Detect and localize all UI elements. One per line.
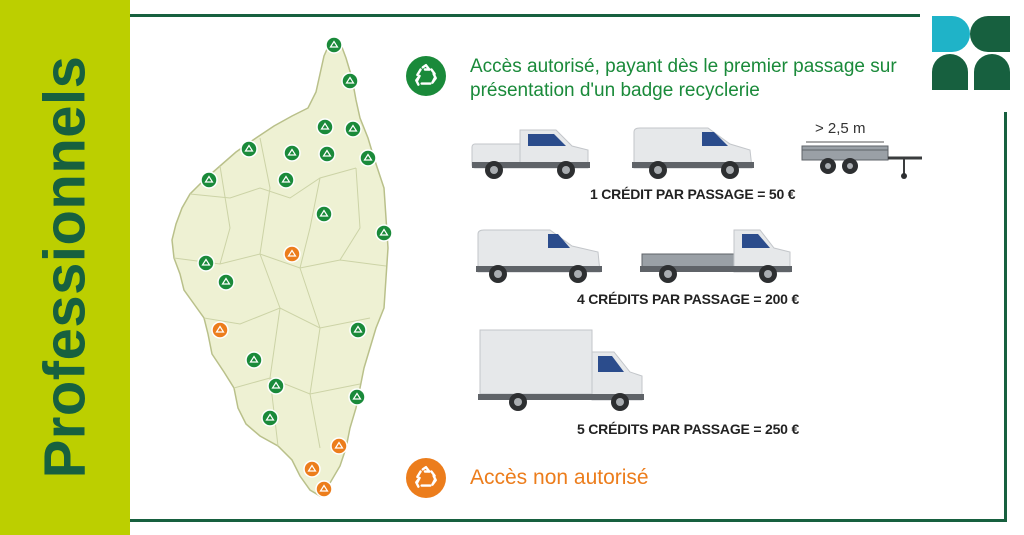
authorized-site-marker (341, 72, 359, 90)
marker-recycle-icon (379, 228, 389, 236)
tier-1-price: 1 CRÉDIT PAR PASSAGE = 50 € (590, 186, 796, 202)
tier-3-price: 5 CRÉDITS PAR PASSAGE = 250 € (577, 421, 800, 437)
authorized-site-marker (240, 140, 258, 158)
frame-right-line (1004, 112, 1007, 522)
authorized-site-marker (316, 118, 334, 136)
authorized-site-marker (318, 145, 336, 163)
marker-recycle-icon (265, 413, 275, 421)
small-van-icon (632, 127, 754, 179)
authorized-site-marker (267, 377, 285, 395)
authorized-site-marker (197, 254, 215, 272)
marker-recycle-icon (363, 153, 373, 161)
authorized-site-marker (344, 120, 362, 138)
authorized-recycle-icon (406, 56, 446, 96)
marker-recycle-icon (322, 149, 332, 157)
authorized-site-marker (283, 144, 301, 162)
not-authorized-site-marker (303, 460, 321, 478)
authorized-site-marker (277, 171, 295, 189)
pickup-truck-icon (471, 129, 590, 179)
marker-recycle-icon (201, 258, 211, 266)
marker-recycle-icon (319, 484, 329, 492)
not-authorized-recycle-icon (406, 458, 446, 498)
not-authorized-legend-text: Accès non autorisé (470, 466, 649, 489)
authorized-site-marker (349, 321, 367, 339)
authorized-legend-text: Accès autorisé, payant dès le premier pa… (470, 56, 897, 101)
trailer-icon (801, 141, 922, 179)
tier-2-price: 4 CRÉDITS PAR PASSAGE = 200 € (577, 291, 800, 307)
not-authorized-site-marker (330, 437, 348, 455)
not-authorized-site-marker (211, 321, 229, 339)
sidebar: Professionnels (0, 0, 130, 535)
large-van-icon (476, 229, 602, 283)
authorized-site-marker (315, 205, 333, 223)
authorized-site-marker (217, 273, 235, 291)
marker-recycle-icon (244, 144, 254, 152)
marker-recycle-icon (353, 325, 363, 333)
marker-recycle-icon (204, 175, 214, 183)
marker-recycle-icon (249, 355, 259, 363)
marker-recycle-icon (345, 76, 355, 84)
authorized-site-marker (325, 36, 343, 54)
frame-top-line (130, 14, 920, 17)
frame-bottom-line (130, 519, 1007, 522)
authorized-site-marker (348, 388, 366, 406)
marker-recycle-icon (334, 441, 344, 449)
flatbed-truck-icon (640, 229, 792, 283)
authorized-site-marker (375, 224, 393, 242)
marker-recycle-icon (319, 209, 329, 217)
trailer-dimension-label: > 2,5 m (815, 120, 866, 137)
marker-recycle-icon (287, 148, 297, 156)
marker-recycle-icon (215, 325, 225, 333)
marker-recycle-icon (307, 464, 317, 472)
authorized-site-marker (200, 171, 218, 189)
not-authorized-site-marker (315, 480, 333, 498)
corsica-map (171, 36, 393, 498)
marker-recycle-icon (329, 40, 339, 48)
brand-logo-icon (932, 16, 1010, 90)
marker-recycle-icon (320, 122, 330, 130)
authorized-site-marker (245, 351, 263, 369)
marker-recycle-icon (287, 249, 297, 257)
marker-recycle-icon (281, 175, 291, 183)
not-authorized-site-marker (283, 245, 301, 263)
marker-recycle-icon (221, 277, 231, 285)
box-truck-icon (478, 329, 644, 411)
marker-recycle-icon (348, 124, 358, 132)
authorized-site-marker (359, 149, 377, 167)
marker-recycle-icon (352, 392, 362, 400)
sidebar-title: Professionnels (32, 55, 98, 479)
marker-recycle-icon (271, 381, 281, 389)
authorized-site-marker (261, 409, 279, 427)
